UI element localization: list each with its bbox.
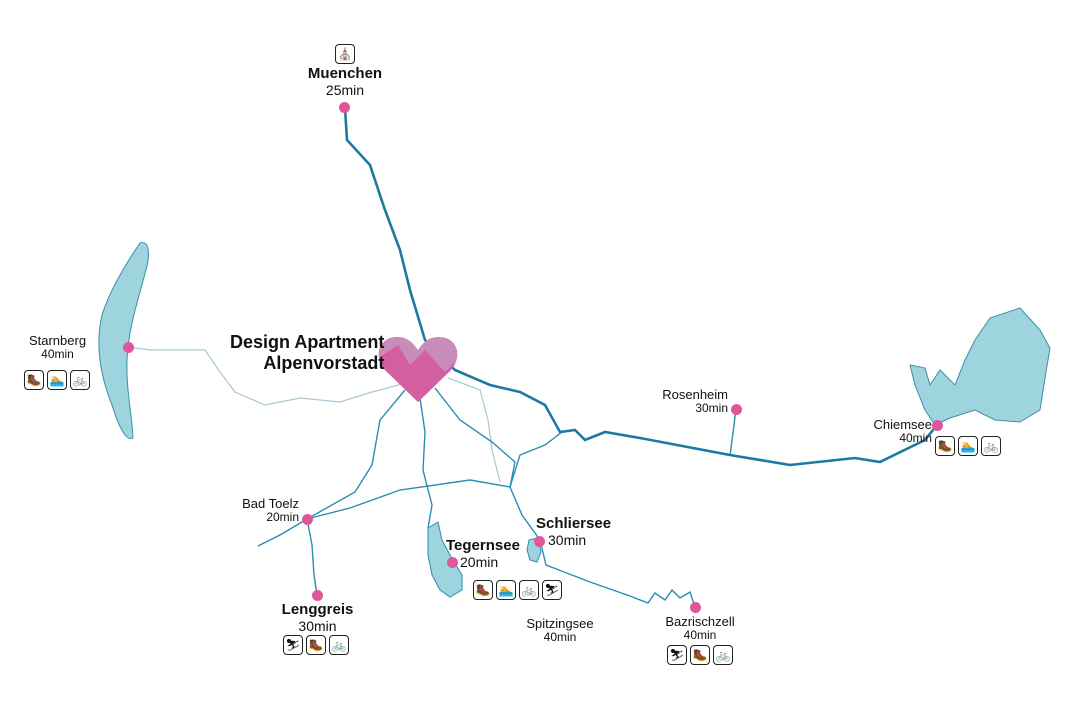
minor-roads <box>257 387 737 608</box>
place-time: 40min <box>543 630 577 645</box>
lake-chiemsee <box>909 307 1051 426</box>
title-line-2: Alpenvorstadt <box>263 352 385 373</box>
swim-icon: 🏊 <box>47 370 67 390</box>
place-lenggreis[interactable]: Lenggreis 30min <box>270 601 365 634</box>
place-time: 30min <box>548 531 587 548</box>
place-name: Rosenheim <box>662 387 728 402</box>
place-name: Tegernsee <box>446 537 520 554</box>
place-time: 40min <box>683 628 717 643</box>
place-starnberg[interactable]: Starnberg 40min <box>20 333 95 362</box>
place-spitzingsee[interactable]: Spitzingsee 40min <box>520 616 600 645</box>
apartment-title: Design Apartment Alpenvorstadt <box>230 332 384 373</box>
lenggreis-activities: ⛷🥾🚲 <box>283 635 349 655</box>
starnberg-activities: 🥾🏊🚲 <box>24 370 90 390</box>
place-muenchen[interactable]: Muenchen 25min <box>300 65 390 98</box>
bike-icon: 🚲 <box>70 370 90 390</box>
place-time: 20min <box>460 553 499 570</box>
ski-icon: ⛷ <box>283 635 303 655</box>
marker-lenggreis[interactable] <box>312 590 323 601</box>
place-name: Muenchen <box>307 65 383 82</box>
place-name: Lenggreis <box>281 601 354 618</box>
marker-tegernsee[interactable] <box>447 557 458 568</box>
place-name: Bad Toelz <box>242 496 299 511</box>
bike-icon: 🚲 <box>329 635 349 655</box>
marker-chiemsee[interactable] <box>932 420 943 431</box>
church-icon: ⛪ <box>335 44 355 64</box>
place-name: Starnberg <box>28 333 87 348</box>
main-road <box>343 107 939 467</box>
bazrischzell-activities: ⛷🥾🚲 <box>667 645 733 665</box>
place-name: Bazrischzell <box>665 614 735 629</box>
place-time: 30min <box>695 401 728 416</box>
place-time: 20min <box>266 510 299 525</box>
hike-icon: 🥾 <box>24 370 44 390</box>
place-rosenheim[interactable]: Rosenheim 30min <box>658 387 728 416</box>
tegernsee-activities: 🥾🏊🚲⛷ <box>473 580 562 600</box>
marker-starnberg[interactable] <box>123 342 134 353</box>
place-time: 40min <box>899 431 932 446</box>
place-time: 40min <box>41 347 74 362</box>
path-starnberg <box>127 346 403 406</box>
swim-icon: 🏊 <box>958 436 978 456</box>
hike-icon: 🥾 <box>473 580 493 600</box>
place-schliersee[interactable]: Schliersee 30min <box>536 515 612 548</box>
chiemsee-activities: 🥾🏊🚲 <box>935 436 1001 456</box>
heart-logo <box>378 336 458 402</box>
place-name: Spitzingsee <box>526 616 594 631</box>
bike-icon: 🚲 <box>519 580 539 600</box>
place-name: Schliersee <box>536 515 612 532</box>
bike-icon: 🚲 <box>713 645 733 665</box>
hike-icon: 🥾 <box>690 645 710 665</box>
hike-icon: 🥾 <box>306 635 326 655</box>
lake-tegernsee <box>427 521 463 598</box>
place-bazrischzell[interactable]: Bazrischzell 40min <box>655 614 745 643</box>
ski-icon: ⛷ <box>542 580 562 600</box>
marker-rosenheim[interactable] <box>731 404 742 415</box>
title-line-1: Design Apartment <box>230 332 385 352</box>
marker-muenchen[interactable] <box>339 102 350 113</box>
place-chiemsee[interactable]: Chiemsee 40min <box>866 417 932 446</box>
place-time: 30min <box>298 617 337 634</box>
marker-bazrischzell[interactable] <box>690 602 701 613</box>
place-tegernsee[interactable]: Tegernsee 20min <box>446 537 520 570</box>
bike-icon: 🚲 <box>981 436 1001 456</box>
path-east <box>447 377 501 483</box>
marker-bad-toelz[interactable] <box>302 514 313 525</box>
ski-icon: ⛷ <box>667 645 687 665</box>
lake-starnberg <box>98 242 149 440</box>
marker-schliersee[interactable] <box>534 536 545 547</box>
hike-icon: 🥾 <box>935 436 955 456</box>
place-time: 25min <box>325 81 365 98</box>
place-bad-toelz[interactable]: Bad Toelz 20min <box>239 496 299 525</box>
swim-icon: 🏊 <box>496 580 516 600</box>
place-name: Chiemsee <box>873 417 932 432</box>
